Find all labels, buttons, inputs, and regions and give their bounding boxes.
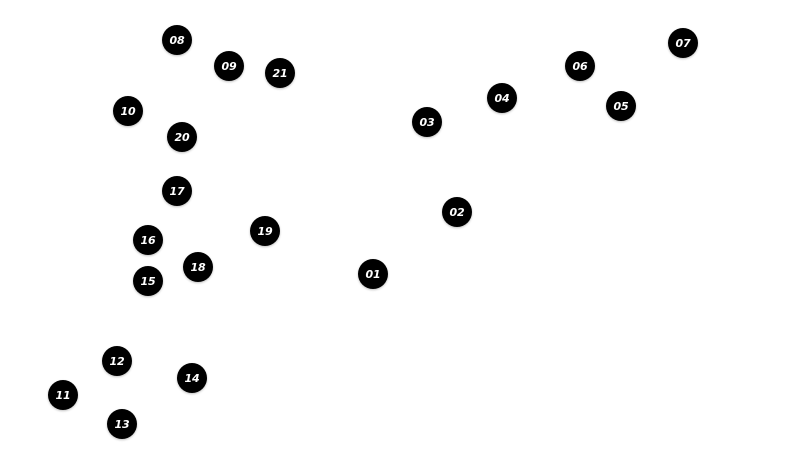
marker-label: 18 [190,260,206,274]
marker-label: 17 [169,184,185,198]
marker-label: 04 [494,91,510,105]
marker-label: 15 [140,274,156,288]
marker-label: 03 [419,115,435,129]
marker-16[interactable]: 16 [133,225,163,255]
marker-02[interactable]: 02 [442,197,472,227]
marker-label: 02 [449,205,465,219]
marker-03[interactable]: 03 [412,107,442,137]
marker-label: 20 [174,130,190,144]
marker-19[interactable]: 19 [250,216,280,246]
marker-label: 21 [272,66,288,80]
marker-21[interactable]: 21 [265,58,295,88]
marker-label: 16 [140,233,156,247]
marker-15[interactable]: 15 [133,266,163,296]
marker-20[interactable]: 20 [167,122,197,152]
marker-label: 08 [169,33,185,47]
marker-12[interactable]: 12 [102,346,132,376]
marker-10[interactable]: 10 [113,96,143,126]
marker-05[interactable]: 05 [606,91,636,121]
marker-17[interactable]: 17 [162,176,192,206]
marker-label: 14 [184,371,200,385]
marker-14[interactable]: 14 [177,363,207,393]
marker-label: 12 [109,354,125,368]
marker-label: 07 [675,36,691,50]
marker-06[interactable]: 06 [565,51,595,81]
marker-label: 09 [221,59,237,73]
marker-label: 11 [55,388,71,402]
marker-04[interactable]: 04 [487,83,517,113]
marker-13[interactable]: 13 [107,409,137,439]
marker-01[interactable]: 01 [358,259,388,289]
marker-label: 05 [613,99,629,113]
marker-18[interactable]: 18 [183,252,213,282]
marker-09[interactable]: 09 [214,51,244,81]
marker-08[interactable]: 08 [162,25,192,55]
marker-label: 13 [114,417,130,431]
marker-label: 10 [120,104,136,118]
marker-11[interactable]: 11 [48,380,78,410]
marker-07[interactable]: 07 [668,28,698,58]
marker-label: 06 [572,59,588,73]
marker-label: 01 [365,267,381,281]
marker-label: 19 [257,224,273,238]
